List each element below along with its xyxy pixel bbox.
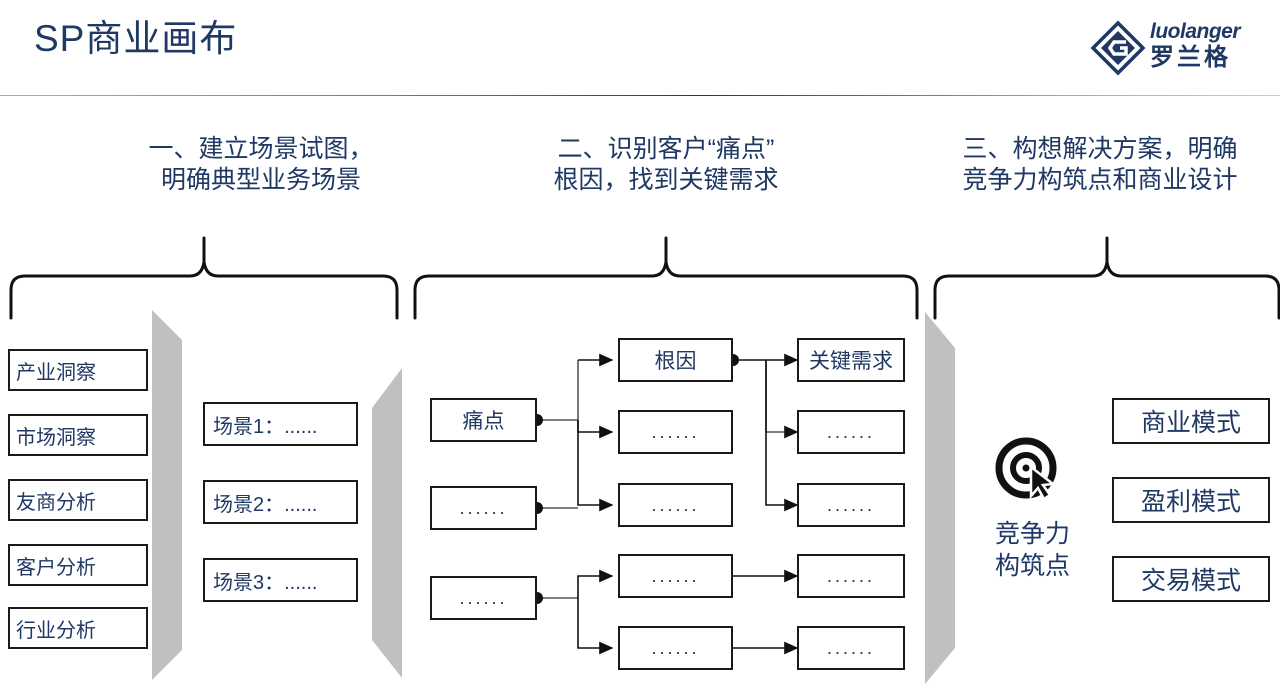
insight-label: 行业分析	[16, 619, 96, 642]
insight-label: 市场洞察	[16, 426, 96, 449]
pain-point-box-1[interactable]: 痛点	[430, 398, 537, 442]
model-box-transaction[interactable]: 交易模式	[1112, 556, 1270, 602]
insight-box-customer[interactable]: 客户分析	[8, 544, 148, 586]
pain-point-label: 痛点	[462, 410, 505, 433]
insight-label: 友商分析	[16, 491, 96, 514]
key-need-box-2[interactable]: ......	[797, 410, 905, 454]
header-divider	[0, 95, 1280, 96]
page-title: SP商业画布	[34, 18, 238, 59]
scenario-label: 场景2：......	[213, 493, 318, 516]
insight-box-sector[interactable]: 行业分析	[8, 607, 148, 649]
diamond-logo-icon	[1090, 20, 1146, 76]
pain-point-label: ......	[459, 587, 508, 608]
pain-point-box-3[interactable]: ......	[430, 576, 537, 620]
brand-logo: luolanger 罗兰格	[1090, 20, 1274, 78]
model-label: 盈利模式	[1140, 488, 1241, 516]
scenario-box-1[interactable]: 场景1：......	[203, 402, 358, 446]
logo-chinese-text: 罗兰格	[1150, 44, 1231, 71]
root-cause-label: ......	[651, 637, 700, 658]
root-cause-box-2[interactable]: ......	[618, 410, 733, 454]
brace-section-2	[412, 236, 920, 320]
model-label: 交易模式	[1140, 567, 1241, 595]
insight-label: 客户分析	[16, 556, 96, 579]
stage-arrow-1-icon	[152, 310, 198, 680]
insight-label: 产业洞察	[16, 361, 96, 384]
pain-point-label: ......	[459, 497, 508, 518]
key-need-label: 关键需求	[809, 350, 893, 373]
root-cause-label: ......	[651, 565, 700, 586]
model-label: 商业模式	[1140, 409, 1241, 437]
key-need-label: ......	[826, 421, 875, 442]
model-box-profit[interactable]: 盈利模式	[1112, 477, 1270, 523]
root-cause-label: ......	[651, 421, 700, 442]
key-need-box-1[interactable]: 关键需求	[797, 338, 905, 382]
insight-box-market[interactable]: 市场洞察	[8, 414, 148, 456]
brace-section-3	[932, 236, 1280, 320]
key-need-label: ......	[826, 637, 875, 658]
key-need-box-3[interactable]: ......	[797, 483, 905, 527]
insight-box-competitor[interactable]: 友商分析	[8, 479, 148, 521]
key-need-box-4[interactable]: ......	[797, 554, 905, 598]
pain-point-box-2[interactable]: ......	[430, 486, 537, 530]
root-cause-label: 根因	[654, 350, 697, 373]
root-cause-box-1[interactable]: 根因	[618, 338, 733, 382]
scenario-label: 场景1：......	[213, 415, 318, 438]
section-heading-2: 二、识别客户“痛点” 根因，找到关键需求	[553, 135, 779, 194]
root-cause-box-4[interactable]: ......	[618, 554, 733, 598]
competitiveness-label: 竞争力 构筑点	[994, 520, 1070, 580]
logo-wordmark: luolanger 罗兰格	[1150, 20, 1274, 72]
brace-section-1	[8, 236, 400, 320]
scenario-label: 场景3：......	[213, 571, 318, 594]
model-box-business[interactable]: 商业模式	[1112, 398, 1270, 444]
scenario-box-3[interactable]: 场景3：......	[203, 558, 358, 602]
key-need-box-5[interactable]: ......	[797, 626, 905, 670]
key-need-label: ......	[826, 565, 875, 586]
scenario-box-2[interactable]: 场景2：......	[203, 480, 358, 524]
root-cause-box-3[interactable]: ......	[618, 483, 733, 527]
root-cause-box-5[interactable]: ......	[618, 626, 733, 670]
key-need-label: ......	[826, 494, 875, 515]
logo-latin-text: luolanger	[1150, 20, 1241, 43]
target-cursor-icon	[993, 437, 1063, 507]
stage-arrow-3-icon	[925, 312, 967, 684]
section-heading-3: 三、构想解决方案，明确 竞争力构筑点和商业设计	[962, 135, 1238, 194]
root-cause-label: ......	[651, 494, 700, 515]
insight-box-industry[interactable]: 产业洞察	[8, 349, 148, 391]
stage-arrow-2-icon	[372, 368, 416, 678]
section-heading-1: 一、建立场景试图， 明确典型业务场景	[148, 135, 374, 194]
